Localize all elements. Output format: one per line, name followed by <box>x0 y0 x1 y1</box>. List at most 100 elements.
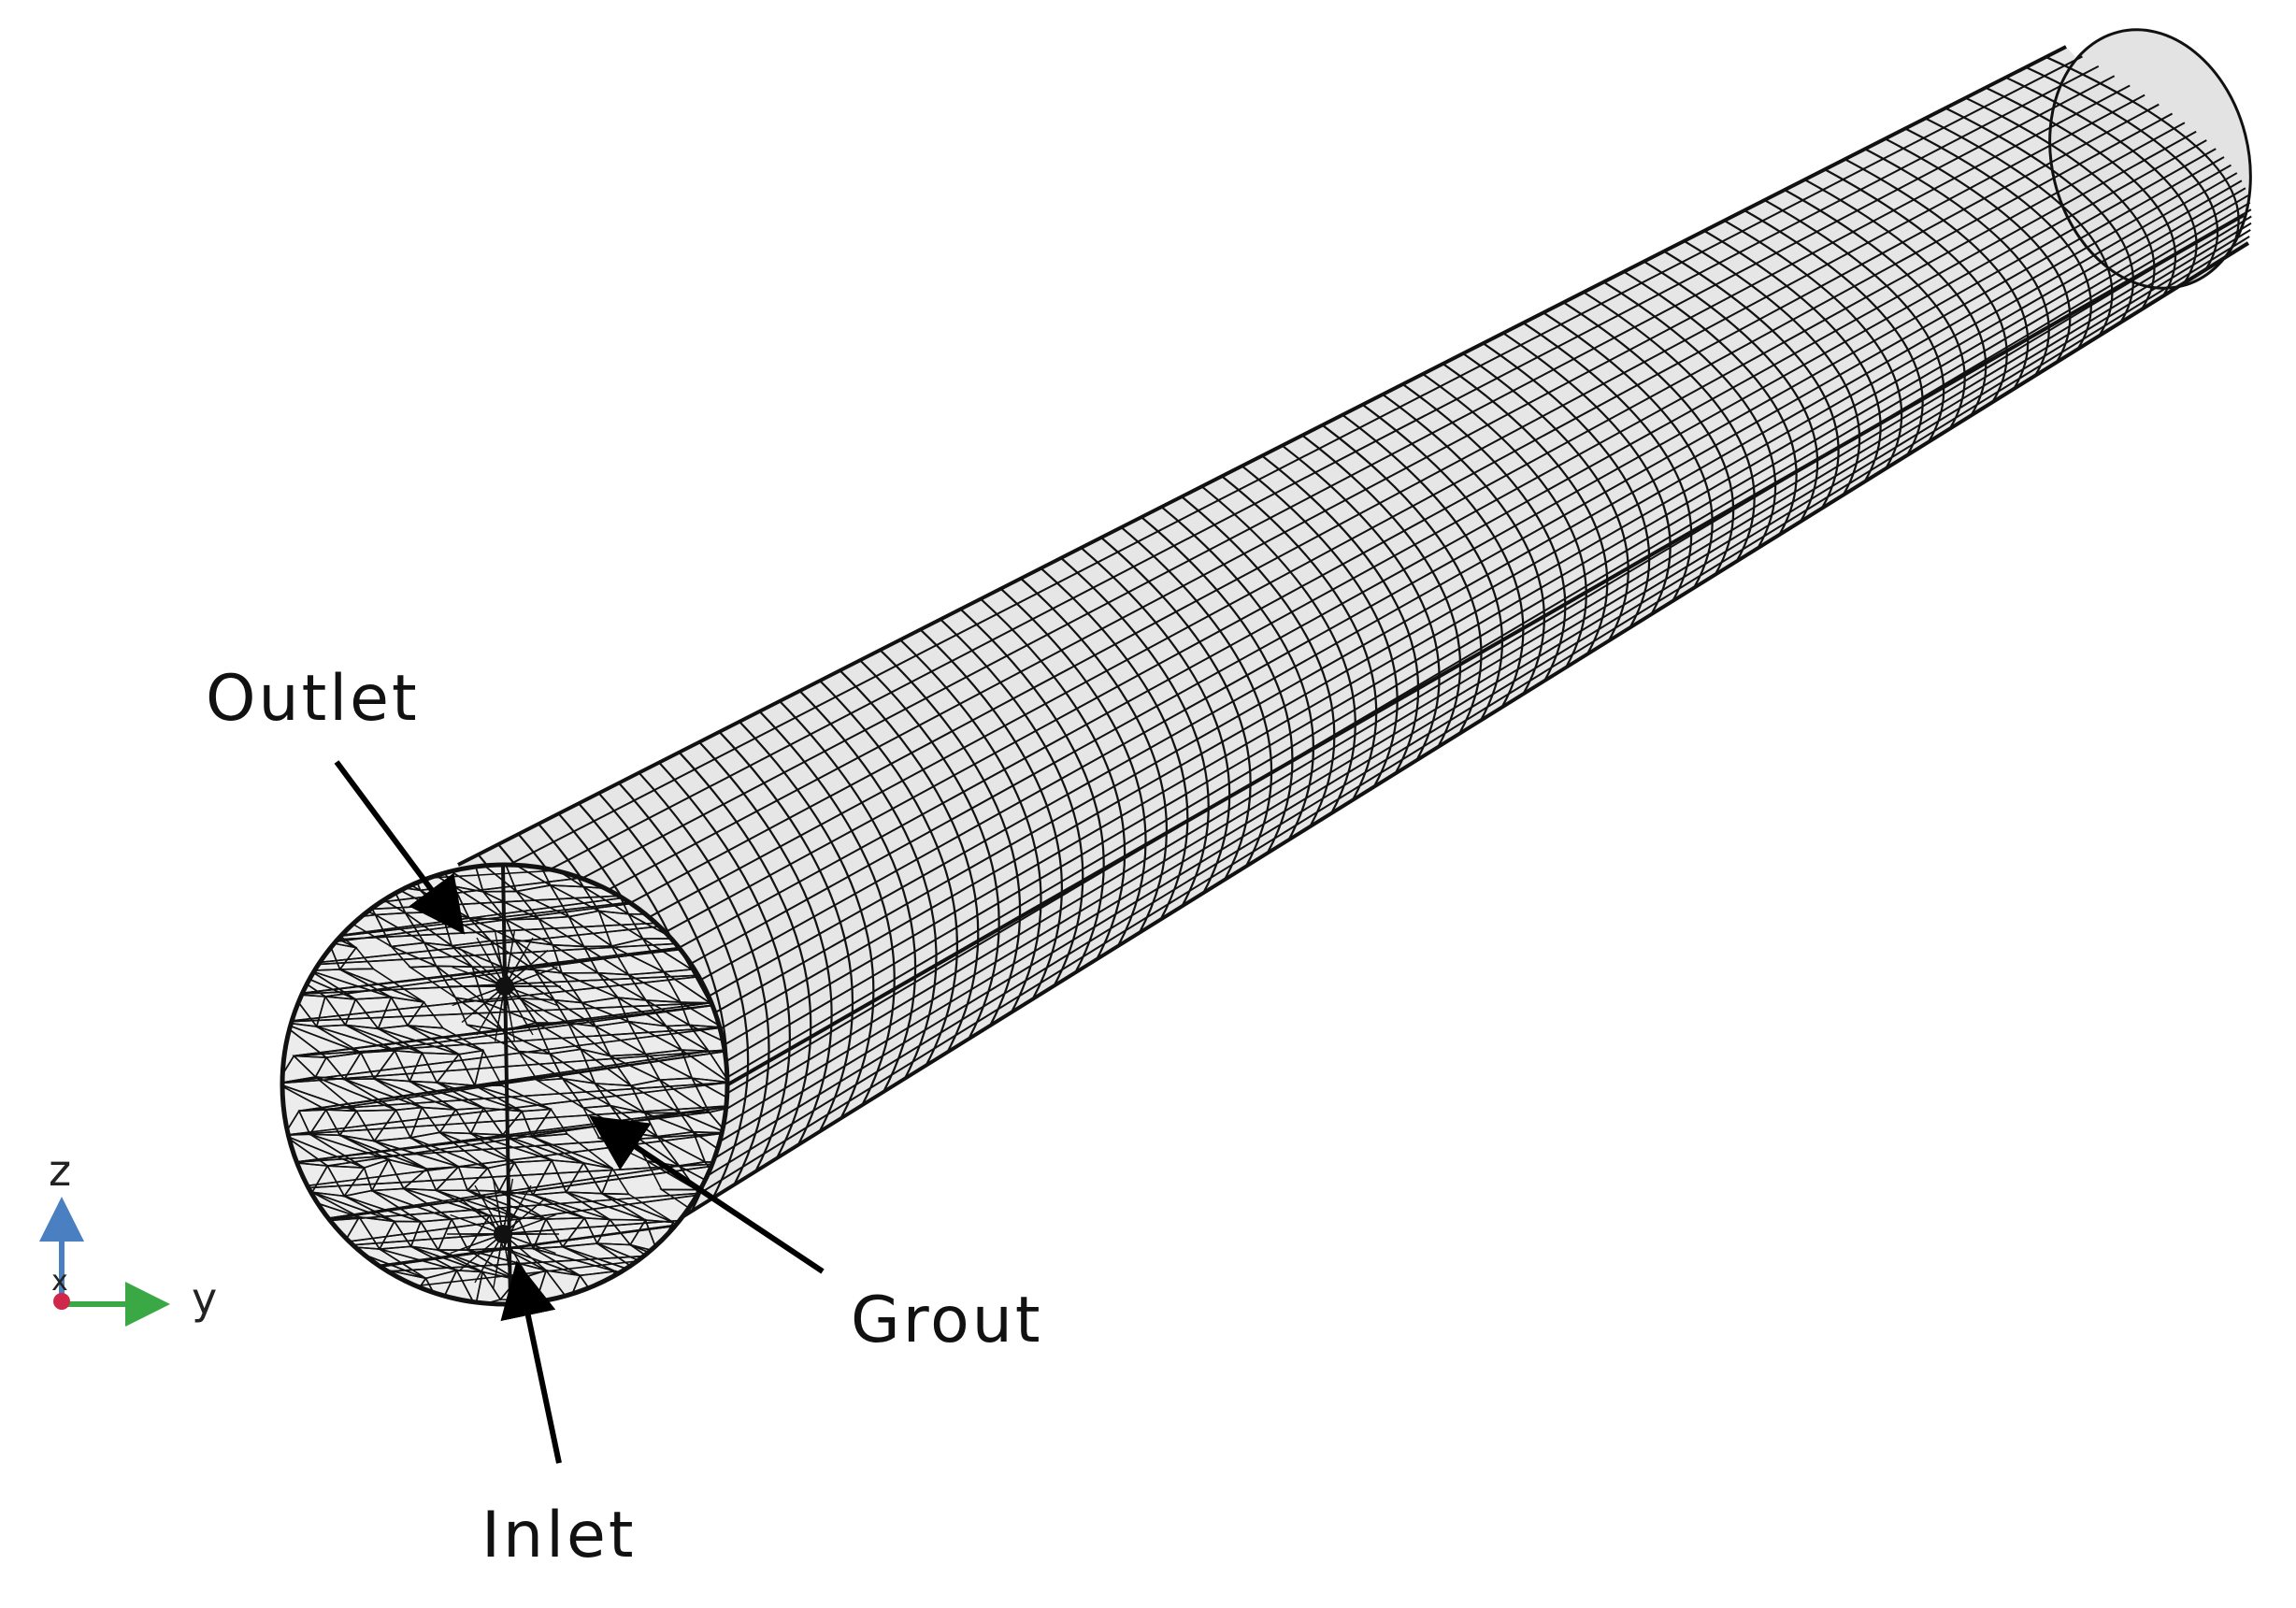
silhouette-top-line <box>457 45 2067 867</box>
mesh-triangle <box>344 1269 374 1302</box>
mesh-longitudinal-line <box>571 187 2246 1170</box>
mesh-triangle <box>626 1273 668 1304</box>
mesh-triangle <box>294 1218 326 1246</box>
grout-arrow <box>589 1115 825 1274</box>
mesh-ring-line <box>1221 475 1378 801</box>
mesh-triangle <box>341 865 393 887</box>
mesh-triangle <box>284 1249 364 1275</box>
mesh-ring-line <box>1020 577 1168 934</box>
mesh-ring-line <box>999 587 1147 947</box>
mesh-refinement-line <box>504 985 549 1024</box>
mesh-longitudinal-line <box>557 139 2207 1061</box>
mesh-ring-line <box>959 608 1105 973</box>
mesh-ring-line <box>739 721 875 1119</box>
mesh-triangle <box>343 865 394 887</box>
mesh-longitudinal-line <box>569 194 2249 1187</box>
mesh-refinement-line <box>504 985 534 1036</box>
mesh-refinement-line <box>494 985 506 1042</box>
mesh-refinement-line <box>461 985 506 1024</box>
seam-line <box>719 213 2245 1091</box>
mesh-ring-line <box>638 771 770 1185</box>
z-axis-label: z <box>49 1145 71 1196</box>
mesh-longitudinal-line <box>494 75 2116 926</box>
mesh-triangle <box>282 865 327 895</box>
mesh-refinement-line <box>492 1233 504 1290</box>
mesh-triangle <box>283 883 313 916</box>
mesh-ring-line <box>879 649 1022 1027</box>
x-axis-dot <box>53 1293 70 1310</box>
inlet-point <box>494 1225 512 1243</box>
mesh-longitudinal-line <box>562 148 2217 1080</box>
mesh-triangle <box>308 865 362 888</box>
mesh-longitudinal-line <box>515 93 2145 965</box>
silhouette-bottom-line <box>540 241 2250 1306</box>
mesh-triangle <box>613 1270 645 1304</box>
mesh-triangle <box>656 1243 727 1278</box>
mesh-ring-line <box>1100 537 1252 881</box>
mesh-triangle <box>689 1024 727 1051</box>
mesh-ring-line <box>1141 516 1294 854</box>
mesh-refinement-line <box>459 1197 504 1235</box>
mesh-refinement-line <box>476 985 506 1036</box>
mesh-triangle <box>284 1243 364 1272</box>
mesh-triangle <box>282 940 312 972</box>
mesh-triangle <box>314 1272 348 1304</box>
mesh-triangle <box>641 1273 676 1299</box>
mesh-longitudinal-line <box>569 164 2232 1116</box>
mesh-refinement-line <box>504 949 549 987</box>
mesh-refinement-line <box>459 1233 504 1271</box>
mesh-ring-line <box>798 690 938 1080</box>
mesh-longitudinal-line <box>535 112 2174 1004</box>
mesh-longitudinal-line <box>565 208 2252 1221</box>
mesh-refinement-line <box>474 1184 504 1235</box>
y-axis-label: y <box>192 1273 217 1324</box>
mesh-longitudinal-line <box>547 236 2250 1288</box>
mesh-ring-line <box>859 659 1000 1040</box>
mesh-ring-line <box>678 751 812 1159</box>
mesh-ring-line <box>1060 557 1210 907</box>
mesh-triangle <box>283 1275 318 1304</box>
mesh-ring-line <box>1241 465 1399 788</box>
mesh-longitudinal-line <box>551 130 2197 1042</box>
mesh-ring-line <box>698 740 833 1146</box>
cylinder-mesh-body <box>457 28 2252 1306</box>
mesh-ring-line <box>658 761 791 1172</box>
mesh-ring-line <box>1160 506 1314 840</box>
mesh-triangle <box>307 865 362 894</box>
surface-mesh-lines <box>469 55 2252 1292</box>
mesh-triangle <box>292 1272 331 1304</box>
mesh-longitudinal-line <box>525 103 2160 984</box>
mesh-ring-line <box>758 711 896 1106</box>
mesh-triangle <box>690 1130 727 1165</box>
end-face-mesh <box>280 862 730 1307</box>
mesh-ring-line <box>1181 495 1336 827</box>
mesh-refinement-line <box>461 949 506 987</box>
mesh-ring-line <box>819 680 958 1067</box>
callouts: Outlet Grout Inlet <box>206 662 1040 1572</box>
mesh-refinement-line <box>476 937 506 987</box>
mesh-triangle <box>665 1272 694 1302</box>
mesh-longitudinal-line <box>561 215 2252 1239</box>
mesh-ring-line <box>1200 485 1356 814</box>
inlet-label: Inlet <box>481 1499 637 1572</box>
outlet-point <box>495 977 514 996</box>
mesh-triangle <box>691 1077 727 1108</box>
mesh-triangle <box>327 1270 365 1299</box>
outlet-label: Outlet <box>206 662 420 736</box>
mesh-triangle <box>656 1251 727 1278</box>
mesh-refinement-line <box>492 1178 504 1235</box>
mesh-triangle <box>690 1273 727 1304</box>
mesh-ring-line <box>919 628 1063 1000</box>
mesh-triangle <box>672 1273 707 1302</box>
inlet-arrow <box>500 1260 562 1464</box>
mesh-ring-line <box>718 731 854 1133</box>
mesh-refinement-line <box>474 1233 504 1284</box>
mesh-longitudinal-line <box>543 122 2186 1023</box>
x-axis-label: x <box>51 1265 68 1298</box>
mesh-longitudinal-line <box>505 84 2131 945</box>
mesh-longitudinal-line <box>552 229 2251 1272</box>
mesh-ring-line <box>618 782 750 1199</box>
mesh-longitudinal-line <box>481 65 2100 906</box>
mesh-longitudinal-line <box>571 172 2238 1134</box>
